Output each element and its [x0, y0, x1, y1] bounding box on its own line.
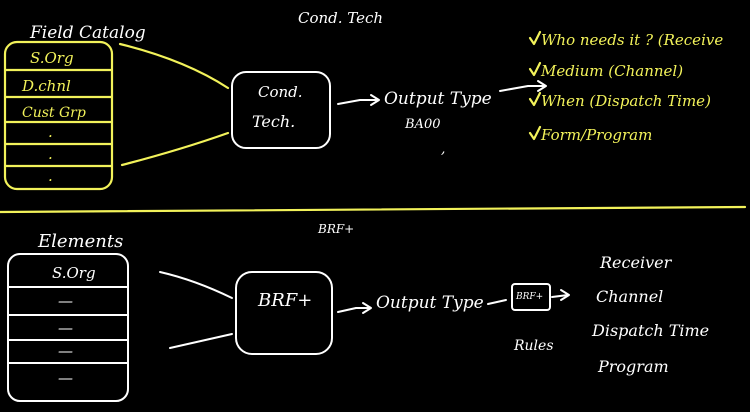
catalog-title: Field Catalog — [29, 23, 146, 43]
checklist-item: Medium (Channel) — [540, 62, 683, 80]
result-item: Dispatch Time — [591, 321, 709, 340]
arrow-to-output — [337, 307, 371, 313]
connector-line — [120, 131, 230, 167]
cond-tech-line2: Tech. — [252, 112, 295, 131]
elements-title: Elements — [37, 231, 123, 252]
catalog-item: . — [48, 145, 53, 163]
brf-rules-caption: Rules — [513, 338, 554, 354]
connector-line — [159, 271, 233, 299]
catalog-box — [3, 40, 114, 191]
bottom-heading: BRF+ — [317, 222, 354, 236]
cond-tech-box — [231, 71, 331, 149]
arrow-to-rules — [487, 299, 507, 305]
arrow-to-results — [551, 294, 569, 298]
catalog-item: D.chnl — [21, 77, 71, 95]
brf-rules-box — [511, 283, 551, 311]
arrow-to-checklist — [499, 85, 546, 92]
top-output-type: Output Type — [384, 89, 492, 109]
catalog-row-lines — [4, 68, 113, 168]
checklist-item: When (Dispatch Time) — [541, 92, 711, 110]
check-marks — [528, 30, 542, 141]
arrow-to-output — [337, 99, 379, 105]
catalog-item: . — [48, 123, 53, 141]
top-heading: Cond. Tech — [298, 9, 383, 27]
catalog-item: . — [48, 167, 53, 185]
elements-row-lines — [8, 286, 128, 364]
element-item: — — [58, 369, 73, 387]
output-mark: , — [441, 141, 445, 157]
section-divider — [0, 205, 747, 214]
brf-rules-label: BRF+ — [515, 292, 543, 302]
result-item: Program — [597, 357, 669, 376]
brf-process-box — [235, 271, 333, 355]
output-code: BA00 — [404, 117, 440, 132]
arrow-head — [362, 302, 372, 314]
result-item: Channel — [596, 287, 663, 306]
arrow-head — [370, 94, 380, 106]
cond-tech-line1: Cond. — [258, 83, 303, 101]
arrow-head — [560, 289, 570, 301]
bottom-output-type: Output Type — [376, 293, 484, 313]
element-item: — — [58, 292, 73, 310]
element-item: — — [58, 319, 73, 337]
checklist-item: Who needs it ? (Receive — [541, 31, 723, 49]
connector-line — [118, 42, 230, 90]
connector-line — [169, 333, 233, 349]
catalog-item: Cust Grp — [22, 105, 86, 121]
catalog-item: S.Org — [30, 49, 74, 67]
brf-process-label: BRF+ — [257, 290, 312, 311]
arrow-head — [537, 80, 547, 92]
elements-box — [7, 253, 129, 402]
checklist-item: Form/Program — [540, 126, 652, 144]
element-item: — — [58, 342, 73, 360]
element-item: S.Org — [52, 264, 96, 282]
result-item: Receiver — [599, 253, 673, 272]
